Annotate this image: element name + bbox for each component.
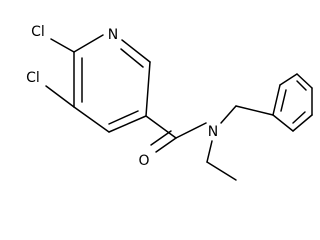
bond-n1-c2-inner xyxy=(120,48,144,68)
phenyl-bond-2 xyxy=(279,73,298,86)
carboxamide-group xyxy=(145,115,207,153)
phenyl-bond-3 xyxy=(296,73,313,89)
atom-label-cl-top: Cl xyxy=(31,24,45,40)
phenyl-ring xyxy=(272,73,313,132)
bond-ethyl-ch3 xyxy=(206,161,237,181)
chloro-substituents xyxy=(45,38,75,108)
phenyl-inner-2 xyxy=(296,80,307,91)
phenyl-inner-1 xyxy=(280,89,287,112)
bond-c3-c4 xyxy=(108,115,147,133)
bond-n-ch2-ethyl xyxy=(206,140,213,163)
atom-label-o-carbonyl: O xyxy=(138,153,149,169)
pyridine-ring xyxy=(73,34,151,133)
bond-carbonyl-n xyxy=(175,122,207,139)
atom-label-cl-left: Cl xyxy=(26,70,40,86)
bond-carbonyl-o-double xyxy=(150,130,172,146)
atom-labels: Cl Cl N O N xyxy=(26,24,218,169)
bond-c6-cl xyxy=(50,38,75,53)
bond-c5-cl xyxy=(45,85,75,108)
n-substituents xyxy=(206,105,274,181)
bond-carbonyl-o xyxy=(155,137,177,153)
bond-ch2-phenyl xyxy=(235,105,274,116)
bond-c3-c4-inner xyxy=(108,110,139,125)
phenyl-bond-5 xyxy=(292,114,313,132)
bond-n-ch2-benzyl xyxy=(220,105,237,124)
molecule-diagram: Cl Cl N O N xyxy=(26,24,313,181)
phenyl-inner-3 xyxy=(292,111,306,124)
structure-canvas: Cl Cl N O N xyxy=(26,24,313,181)
phenyl-bond-1 xyxy=(272,84,281,116)
bond-c4-c5 xyxy=(73,106,110,133)
atom-label-n-pyridine: N xyxy=(108,27,118,43)
bond-c6-n1 xyxy=(73,34,104,53)
bond-n1-c2 xyxy=(121,39,151,63)
phenyl-bond-6 xyxy=(272,114,294,132)
bond-c3-carbonyl xyxy=(145,115,177,139)
bond-c2-c3 xyxy=(145,61,151,117)
atom-label-n-amide: N xyxy=(208,124,218,140)
